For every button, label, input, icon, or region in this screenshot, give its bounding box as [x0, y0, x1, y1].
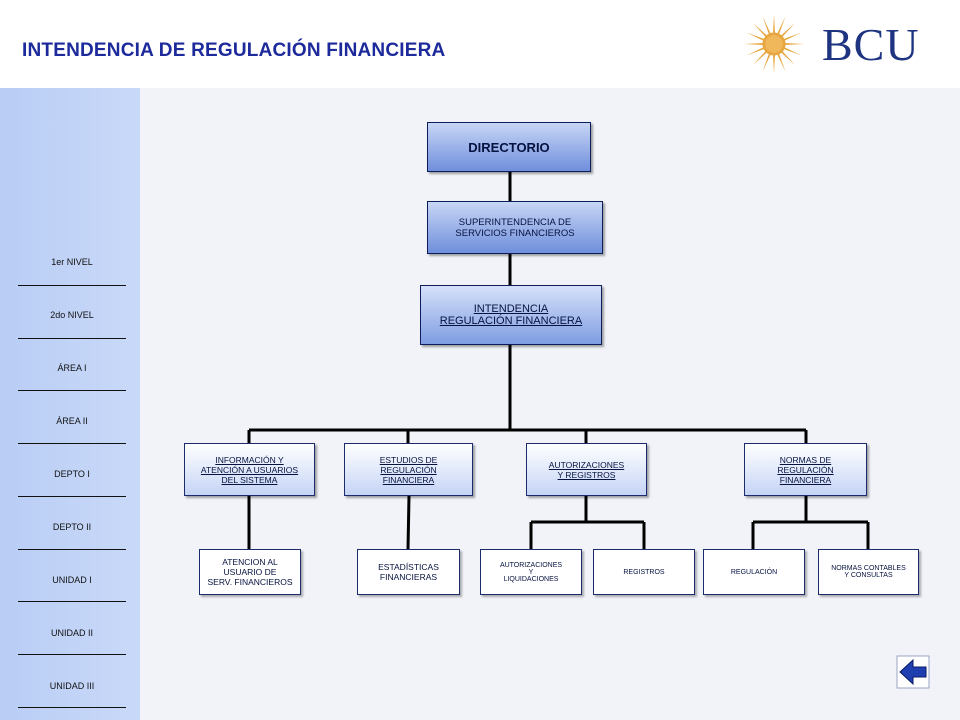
box-unit-line: NORMAS CONTABLES [831, 565, 906, 572]
sun-icon [744, 14, 804, 74]
box-area-line: FINANCIERA [779, 474, 832, 485]
legend-item[interactable]: UNIDAD III [49, 681, 95, 691]
legend-divider [18, 707, 126, 708]
sun-ray [762, 53, 771, 72]
connector-unit-2 [406, 495, 411, 550]
box-intendencia[interactable]: INTENDENCIA REGULACIÓN FINANCIERA [420, 285, 602, 345]
sun-ray [773, 14, 775, 34]
legend-item[interactable]: DEPTO II [52, 522, 92, 532]
bcu-logo: BCU [712, 0, 960, 88]
sun-ray [773, 54, 775, 74]
sun-ray [762, 16, 771, 35]
legend-divider [18, 443, 126, 444]
box-area-line: AUTORIZACIONES [548, 459, 625, 470]
sun-ray [746, 47, 765, 56]
page-title: INTENDENCIA DE REGULACIÓN FINANCIERA [22, 40, 446, 61]
box-superintendencia-line: SUPERINTENDENCIA DE [458, 216, 572, 228]
box-area-line: DEL SISTEMA [221, 474, 278, 485]
box-directorio-label: DIRECTORIO [468, 139, 550, 155]
box-area-line: REGULACIÓN [777, 464, 834, 475]
box-unit-text: REGISTROS [623, 569, 664, 576]
box-unit-text: REGULACIÓN [731, 569, 777, 576]
legend-divider [18, 390, 126, 391]
box-unit-line: Y [528, 568, 534, 576]
box-unit-line: USUARIO DE [223, 567, 277, 577]
header: INTENDENCIA DE REGULACIÓN FINANCIERA BCU [0, 0, 960, 88]
legend-divider [18, 654, 126, 655]
sidebar-legend [0, 88, 140, 720]
box-area-line: NORMAS DE [779, 454, 832, 465]
legend-item[interactable]: UNIDAD II [50, 628, 93, 638]
box-unit-line: AUTORIZACIONES [499, 561, 563, 569]
legend-divider [18, 338, 126, 339]
legend-item[interactable]: UNIDAD I [52, 575, 92, 585]
box-unit-line: Y CONSULTAS [844, 572, 893, 579]
legend-divider [18, 496, 126, 497]
logo-text: BCU [822, 19, 920, 70]
sun-ray [752, 50, 768, 66]
sun-ray [780, 50, 796, 66]
box-directorio[interactable]: DIRECTORIO [427, 122, 591, 172]
box-unit-line: FINANCIERAS [379, 572, 438, 582]
legend-divider [18, 285, 126, 286]
sun-ray [777, 53, 786, 72]
box-intendencia-line: INTENDENCIA [473, 303, 549, 315]
legend-divider [18, 549, 126, 550]
box-area-line: INFORMACIÓN Y [215, 454, 284, 465]
legend-item[interactable]: 2do NIVEL [50, 310, 94, 320]
box-area-line: ATENCIÓN A USUARIOS [200, 464, 299, 475]
legend-divider [18, 601, 126, 602]
back-arrow-icon[interactable] [896, 655, 930, 689]
sun-ray [783, 32, 802, 41]
box-intendencia-line: REGULACIÓN FINANCIERA [439, 315, 583, 327]
box-unit-line: ATENCION AL [222, 557, 278, 567]
legend-item[interactable]: ÁREA I [57, 363, 87, 373]
sun-ray [744, 43, 764, 45]
legend-item[interactable]: 1er NIVEL [51, 257, 93, 267]
box-area-line: FINANCIERA [382, 474, 435, 485]
box-unit[interactable]: REGISTROS [593, 549, 695, 595]
box-unit-line: REGISTROS [623, 568, 665, 576]
box-superintendencia-line: SERVICIOS FINANCIEROS [455, 227, 575, 239]
sun-ray [746, 32, 765, 41]
box-unit-line: LIQUIDACIONES [503, 575, 559, 583]
sun-ray [780, 22, 796, 38]
box-superintendencia[interactable]: SUPERINTENDENCIA DE SERVICIOS FINANCIERO… [427, 201, 603, 254]
org-chart-area [140, 88, 960, 720]
box-unit-line: SERV. FINANCIEROS [207, 577, 293, 587]
sun-ray [784, 43, 804, 45]
legend-item[interactable]: ÁREA II [56, 416, 88, 426]
box-unit-line: ESTADÍSTICAS [378, 562, 439, 572]
box-unit[interactable]: REGULACIÓN [703, 549, 805, 595]
sun-ray [783, 47, 802, 56]
legend-item[interactable]: DEPTO I [54, 469, 90, 479]
sun-ray [777, 16, 786, 35]
box-area-line: Y REGISTROS [557, 469, 616, 480]
box-unit-line: REGULACIÓN [730, 568, 778, 576]
box-area-line: REGULACIÓN [380, 464, 437, 475]
box-area-line: ESTUDIOS DE [379, 454, 438, 465]
sun-ray [752, 22, 768, 38]
